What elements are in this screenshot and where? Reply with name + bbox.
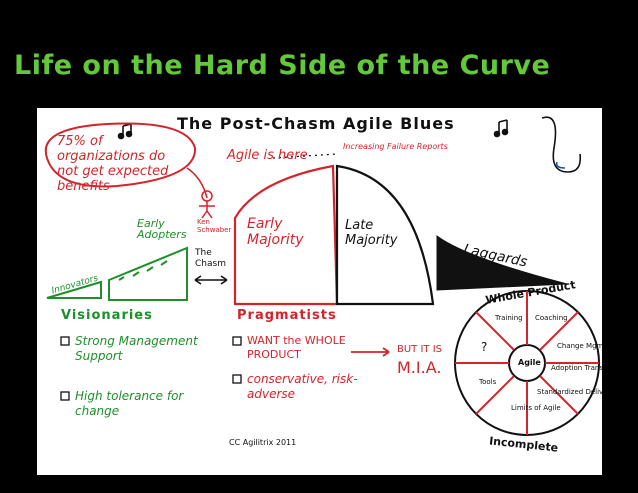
early-adopters-label: Early Adopters [137,217,187,241]
early-majority-shape [233,164,339,306]
visionaries-item-2: High tolerance for change [75,389,184,418]
callout-bubble [44,122,197,188]
chasm-arrow [194,275,228,285]
wheel-segment-training: Training [495,314,523,322]
callout-text: 75% of organizations do not get expected… [57,134,169,194]
wheel-segment-limits: Limits of Agile [511,404,561,412]
chasm-label: The Chasm [195,248,226,269]
wheel-segment-change: Change Mgmt [557,342,602,350]
wheel-segment-adoption: Adoption Transition [551,364,602,372]
pragmatists-heading: Pragmatists [237,308,337,323]
wheel-segment-tools: Tools [479,378,497,386]
but-it-is-label: BUT IT IS [397,344,442,355]
saxophone-icon [541,116,582,173]
visionaries-item-1: Strong Management Support [75,334,198,363]
visionaries-heading: Visionaries [61,308,153,323]
pragmatists-item-1: WANT the WHOLE PRODUCT [247,334,346,361]
laggards-shape [436,235,568,291]
mia-label: M.I.A. [397,358,442,377]
pragmatists-item-2: conservative, risk-adverse [247,372,358,401]
checkbox-visionaries-1 [60,336,70,346]
sketch-heading: The Post-Chasm Agile Blues [177,114,455,133]
wheel-center-agile: Agile [518,358,541,367]
stick-person-icon [199,190,215,219]
late-majority-shape [335,164,435,306]
checkbox-visionaries-2 [60,391,70,401]
wheel-segment-coaching: Coaching [535,314,568,322]
but-it-is-arrow [351,347,390,357]
wheel-segment-standardized: Standardized Delivery [537,388,602,396]
failure-reports: Increasing Failure Reports [343,142,448,151]
person-label: Ken Schwaber [197,218,232,234]
whole-product-wheel [454,290,600,436]
music-notes-icon [117,119,509,140]
sketch-board: The Post-Chasm Agile Blues 75% of organi… [37,108,602,475]
credit-label: CC Agilitrix 2011 [229,438,297,447]
wheel-segment-question: ? [481,340,488,354]
checkbox-pragmatists-2 [232,374,242,384]
early-majority-label: Early Majority [247,216,304,248]
late-majority-label: Late Majority [345,218,398,248]
innovators-wedge [46,280,102,299]
checkbox-pragmatists-1 [232,336,242,346]
sketch-drawing [44,116,600,436]
slide-title: Life on the Hard Side of the Curve [14,50,551,81]
agile-is-here: Agile is here [227,148,308,163]
early-adopters-shape [108,246,188,301]
